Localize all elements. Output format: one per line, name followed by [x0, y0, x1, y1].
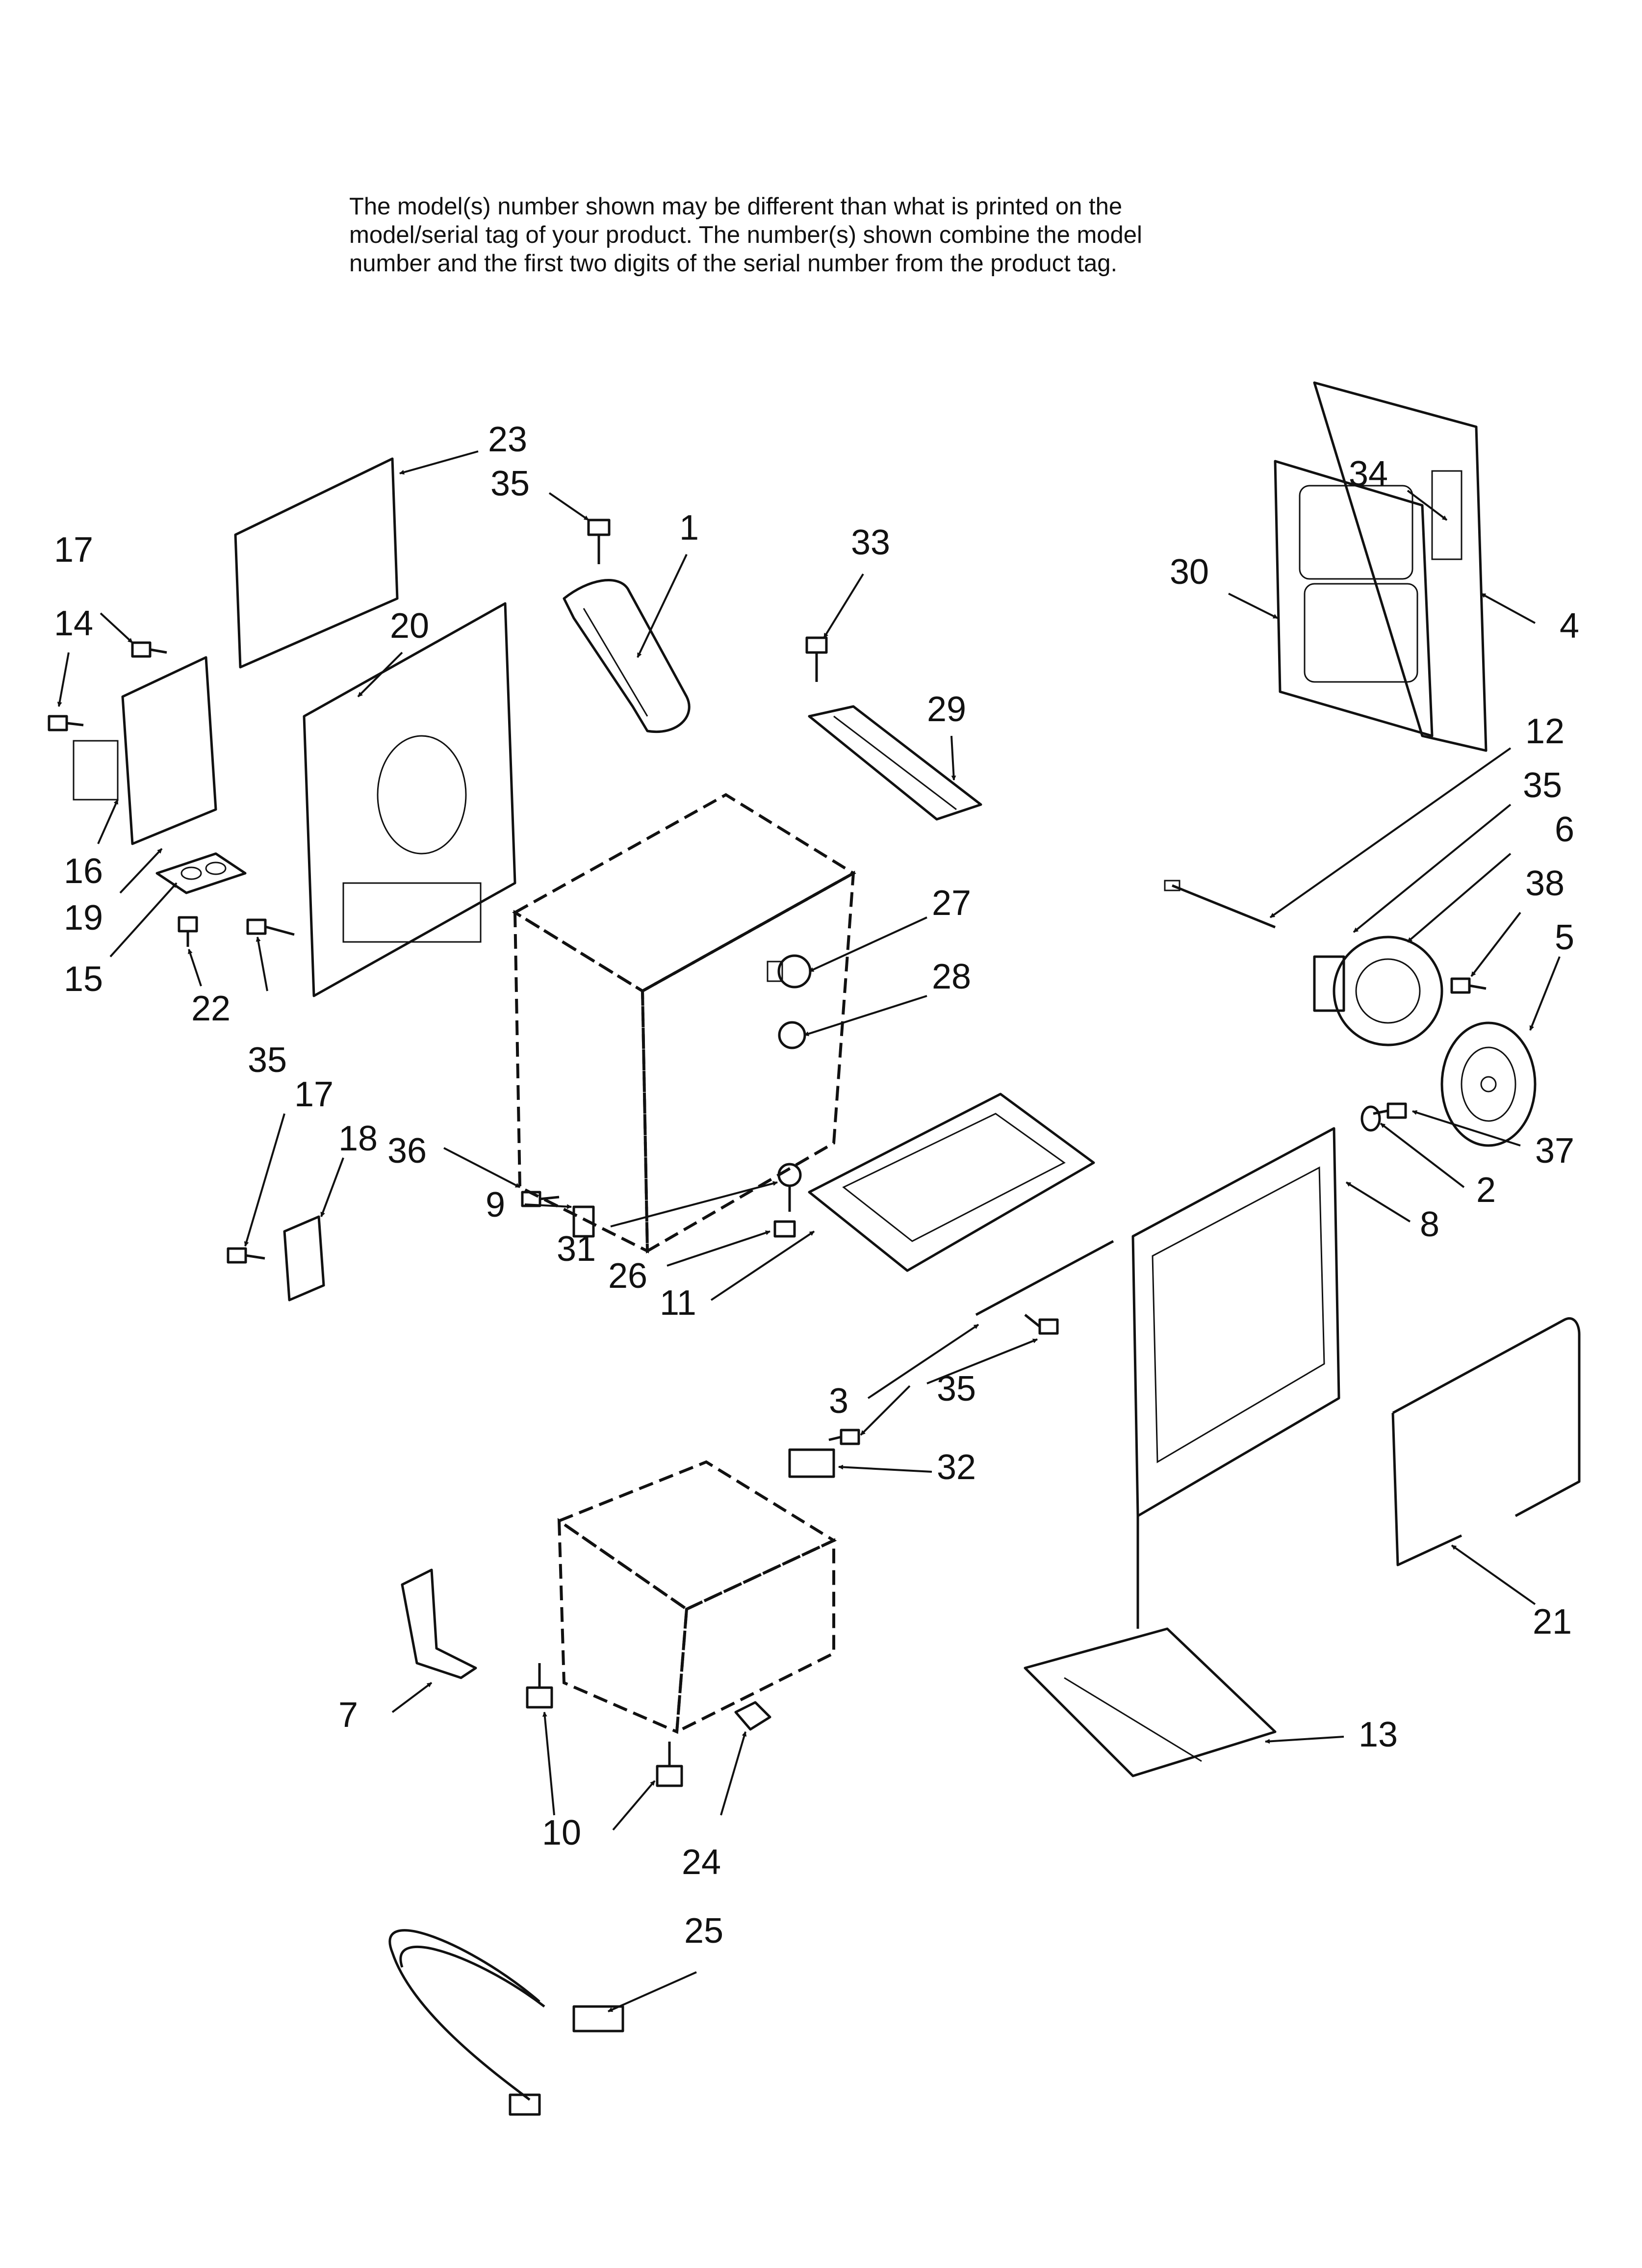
callout-5: 5: [1555, 918, 1574, 957]
callout-17-top: 17: [54, 530, 93, 570]
part-17-screw: [131, 641, 167, 658]
part-30-inner-panel: [1274, 460, 1434, 737]
part-6-fan: [1313, 936, 1443, 1046]
callout-25: 25: [684, 1911, 723, 1951]
part-28-knob: [778, 1021, 806, 1049]
callout-11: 11: [660, 1283, 696, 1323]
callout-22: 22: [191, 989, 231, 1028]
callout-7: 7: [338, 1695, 358, 1735]
callout-37: 37: [1535, 1131, 1574, 1171]
callout-12: 12: [1525, 712, 1565, 751]
part-10-leg-b: [656, 1742, 683, 1787]
notice-line-2: model/serial tag of your product. The nu…: [349, 222, 1142, 248]
part-36-screw: [521, 1191, 560, 1207]
callout-16: 16: [64, 852, 103, 891]
part-8-front-frame: [1131, 1127, 1340, 1629]
part-18-bracket: [283, 1215, 325, 1302]
part-35-screw-top: [587, 519, 611, 564]
part-21-gasket: [1391, 1317, 1581, 1566]
callout-4: 4: [1560, 606, 1579, 646]
callout-38: 38: [1525, 864, 1565, 903]
model-number-notice: The model(s) number shown may be differe…: [349, 192, 1379, 278]
callout-26: 26: [608, 1256, 647, 1296]
callout-18: 18: [338, 1119, 378, 1158]
callout-33: 33: [851, 523, 890, 562]
part-19-plate: [155, 852, 247, 894]
callout-30: 30: [1170, 552, 1209, 592]
part-4-side-panel: [1313, 381, 1488, 752]
part-27-switch: [767, 954, 812, 989]
part-31-switch: [777, 1163, 802, 1212]
part-11-tray: [808, 1093, 1095, 1272]
part-1-vent-duct: [563, 579, 691, 733]
callout-10: 10: [542, 1813, 581, 1852]
part-7-leveling-bracket: [401, 1568, 477, 1679]
callout-9: 9: [486, 1185, 505, 1225]
part-17-screw-lower: [227, 1247, 265, 1264]
callout-20: 20: [390, 606, 429, 646]
callout-31: 31: [557, 1229, 596, 1269]
callout-32: 32: [937, 1448, 976, 1487]
part-9-clip: [572, 1205, 595, 1238]
callout-15: 15: [64, 960, 103, 999]
callout-2: 2: [1476, 1171, 1496, 1210]
part-16-terminal-box: [73, 656, 217, 845]
callout-35-top: 35: [490, 464, 530, 503]
part-35-screw-mid: [1024, 1314, 1059, 1335]
part-5-fan-cover: [1440, 1021, 1537, 1147]
part-10-leg-a: [526, 1663, 553, 1709]
part-38-screw: [1450, 977, 1487, 994]
part-37-screw: [1373, 1102, 1407, 1119]
callout-34: 34: [1349, 454, 1388, 494]
callout-21: 21: [1533, 1602, 1572, 1642]
callout-14: 14: [54, 604, 93, 643]
part-29-bracket: [808, 705, 982, 821]
part-35-screw-lower: [828, 1429, 860, 1445]
part-2-washer: [1360, 1105, 1381, 1132]
callout-28: 28: [932, 957, 971, 996]
part-oven-cavity: [512, 793, 856, 1254]
callout-13: 13: [1359, 1715, 1398, 1754]
part-23-panel: [234, 457, 399, 669]
part-lower-cabinet: [556, 1460, 837, 1735]
callout-27: 27: [932, 884, 971, 923]
part-24-clip: [734, 1701, 771, 1731]
callout-24: 24: [682, 1843, 721, 1882]
callout-19: 19: [64, 898, 103, 938]
callout-17-lower: 17: [294, 1075, 334, 1114]
callout-3: 3: [829, 1382, 848, 1421]
notice-line-3: number and the first two digits of the s…: [349, 250, 1118, 277]
callout-1: 1: [679, 508, 699, 547]
part-25-power-cord: [388, 1929, 624, 2116]
part-35-screw-left: [246, 918, 295, 936]
part-32-block: [788, 1448, 835, 1478]
part-20-back-panel: [303, 602, 516, 997]
callout-36: 36: [387, 1131, 427, 1171]
part-33-screw: [805, 636, 828, 682]
part-14-screw: [48, 715, 84, 731]
part-3-rail: [975, 1240, 1114, 1316]
leader-lines: [57, 450, 1561, 2012]
callout-29: 29: [927, 690, 966, 729]
part-12-sensor: [1164, 880, 1276, 929]
part-15-screw: [178, 916, 198, 947]
notice-line-1: The model(s) number shown may be differe…: [349, 193, 1123, 220]
part-13-pan: [1024, 1627, 1277, 1777]
callout-labels: 23 35 1 33 34 30 4 17 14 20 29 12 35 6 3…: [54, 420, 1579, 1951]
callout-6: 6: [1555, 810, 1574, 849]
callout-35-right: 35: [1523, 766, 1562, 805]
callout-35-left: 35: [248, 1041, 287, 1080]
callout-35-mid: 35: [937, 1369, 976, 1408]
callout-23: 23: [488, 420, 527, 459]
callout-8: 8: [1420, 1205, 1439, 1244]
part-26-clip: [773, 1220, 796, 1238]
